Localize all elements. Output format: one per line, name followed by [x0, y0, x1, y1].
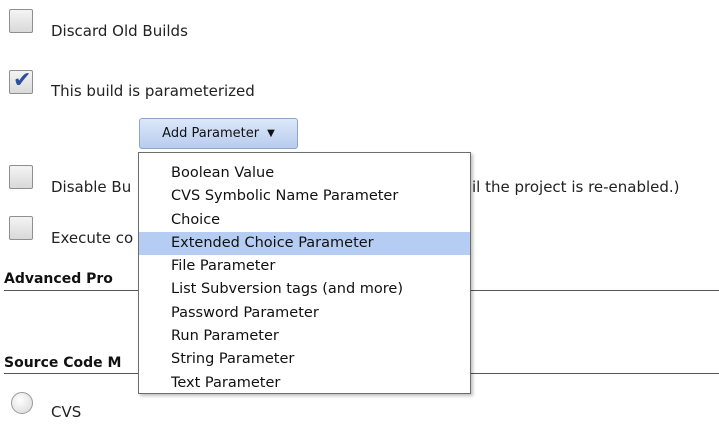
cvs-label: CVS	[51, 403, 82, 421]
menu-item-text-parameter[interactable]: Text Parameter	[171, 374, 281, 391]
menu-item-list-subversion-tags[interactable]: List Subversion tags (and more)	[171, 281, 403, 298]
add-parameter-menu: Boolean Value CVS Symbolic Name Paramete…	[138, 152, 471, 394]
add-parameter-label: Add Parameter	[162, 126, 260, 141]
menu-item-run-parameter[interactable]: Run Parameter	[171, 328, 279, 345]
parameterized-label: This build is parameterized	[51, 82, 255, 100]
menu-item-boolean-value[interactable]: Boolean Value	[171, 165, 275, 181]
execute-concurrent-checkbox[interactable]	[9, 216, 33, 240]
disable-build-label-tail: il the project is re-enabled.)	[472, 178, 680, 196]
disable-build-checkbox[interactable]	[9, 165, 33, 189]
discard-old-builds-checkbox[interactable]	[9, 9, 33, 33]
disable-build-label: Disable Bu	[51, 178, 132, 196]
add-parameter-button[interactable]: Add Parameter ▼	[139, 118, 298, 149]
chevron-down-icon: ▼	[267, 127, 275, 139]
scm-heading: Source Code M	[4, 355, 122, 371]
discard-old-builds-label: Discard Old Builds	[51, 22, 188, 40]
menu-item-file-parameter[interactable]: File Parameter	[171, 258, 276, 275]
check-icon: ✔	[13, 68, 32, 93]
menu-item-choice[interactable]: Choice	[171, 211, 221, 228]
menu-item-extended-choice[interactable]: Extended Choice Parameter	[139, 231, 470, 256]
menu-item-string-parameter[interactable]: String Parameter	[171, 351, 295, 368]
advanced-options-heading: Advanced Pro	[4, 271, 113, 287]
cvs-radio[interactable]	[11, 392, 33, 414]
menu-item-password-parameter[interactable]: Password Parameter	[171, 304, 319, 321]
menu-item-cvs-symbolic-name[interactable]: CVS Symbolic Name Parameter	[171, 188, 399, 205]
parameterized-checkbox[interactable]: ✔	[9, 68, 33, 94]
execute-concurrent-label: Execute co	[51, 229, 134, 247]
